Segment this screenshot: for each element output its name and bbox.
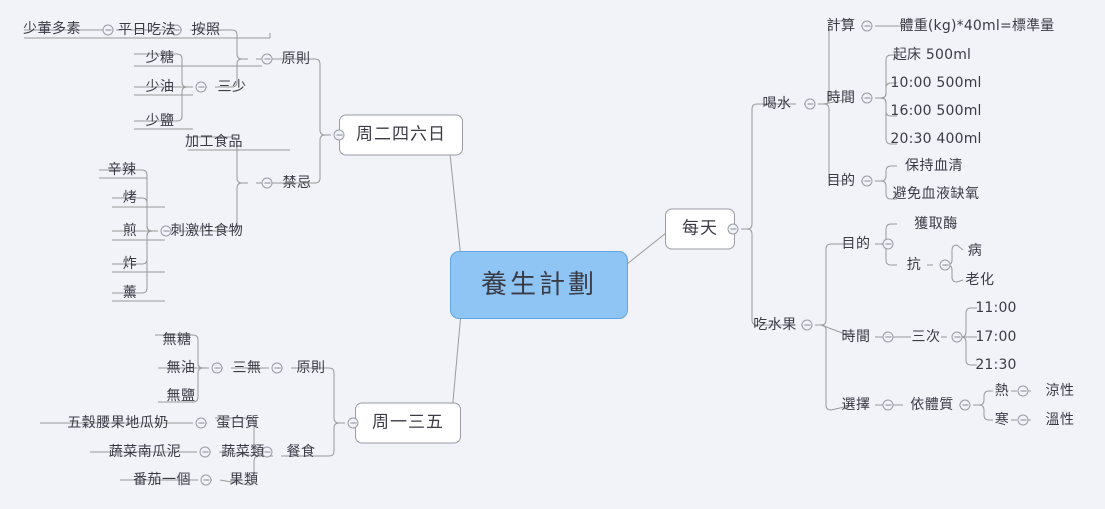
node-calculate[interactable]: 計算: [826, 18, 856, 34]
node-less-sugar[interactable]: 少糖: [145, 50, 175, 66]
node-water-time[interactable]: 時間: [826, 90, 856, 106]
node-principle-right[interactable]: 原則: [281, 51, 311, 67]
collapse-toggle-cold-body[interactable]: [1017, 414, 1029, 426]
node-deep-fry[interactable]: 炸: [122, 256, 138, 272]
node-water-time-4[interactable]: 20:30 400ml: [890, 131, 982, 147]
collapse-toggle-protein[interactable]: [195, 417, 207, 429]
node-cold-body[interactable]: 寒: [994, 412, 1010, 428]
node-no-oil[interactable]: 無油: [166, 360, 196, 376]
collapse-toggle-taboo[interactable]: [261, 177, 273, 189]
node-drink-water[interactable]: 喝水: [762, 96, 792, 112]
collapse-toggle-by-constitution[interactable]: [959, 399, 971, 411]
collapse-toggle-three-less[interactable]: [195, 81, 207, 93]
root-node[interactable]: 養生計劃: [449, 251, 629, 319]
node-processed-food[interactable]: 加工食品: [185, 134, 243, 150]
node-fruit-time-2[interactable]: 17:00: [975, 329, 1017, 345]
node-water-purpose[interactable]: 目的: [826, 173, 856, 189]
node-fruit-choice[interactable]: 選擇: [841, 397, 871, 413]
node-no-sugar[interactable]: 無糖: [162, 332, 192, 348]
node-one-tomato[interactable]: 番茄一個: [133, 472, 191, 488]
collapse-toggle-vegetables[interactable]: [199, 446, 211, 458]
node-warm-nature[interactable]: 溫性: [1045, 412, 1075, 428]
collapse-toggle-principle-left[interactable]: [271, 362, 283, 374]
node-grain-cashew-sweetpotato-milk[interactable]: 五穀腰果地瓜奶: [67, 415, 169, 431]
node-calculate-formula[interactable]: 體重(kg)*40ml=標準量: [899, 18, 1055, 34]
node-less-oil[interactable]: 少油: [145, 79, 175, 95]
node-meal[interactable]: 餐食: [286, 444, 316, 460]
collapse-toggle-fruit-purpose[interactable]: [882, 238, 894, 250]
collapse-toggle-irritating-food[interactable]: [160, 225, 172, 237]
node-principle-left[interactable]: 原則: [296, 360, 326, 376]
node-protein[interactable]: 蛋白質: [216, 415, 260, 431]
collapse-toggle-calculate[interactable]: [861, 20, 873, 32]
node-less-salt[interactable]: 少鹽: [145, 113, 175, 129]
collapse-toggle-drink-water[interactable]: [804, 98, 816, 110]
collapse-toggle-tue-thu-sat-sun[interactable]: [333, 129, 345, 141]
collapse-toggle-fruit-choice[interactable]: [882, 399, 894, 411]
node-cool-nature[interactable]: 涼性: [1045, 383, 1075, 399]
node-eat-fruit[interactable]: 吃水果: [753, 317, 797, 333]
node-anti-disease[interactable]: 病: [967, 243, 983, 259]
collapse-toggle-hot-body[interactable]: [1017, 385, 1029, 397]
node-anti[interactable]: 抗: [906, 257, 922, 273]
node-fruit-purpose[interactable]: 目的: [841, 236, 871, 252]
node-irritating-food[interactable]: 刺激性食物: [170, 223, 244, 239]
collapse-toggle-water-time[interactable]: [861, 92, 873, 104]
node-water-purpose-1[interactable]: 保持血清: [905, 158, 963, 174]
collapse-toggle-anti[interactable]: [939, 259, 951, 271]
collapse-toggle-eat-habit[interactable]: [102, 24, 114, 36]
collapse-toggle-mon-wed-fri[interactable]: [347, 417, 359, 429]
node-spicy[interactable]: 辛辣: [107, 162, 137, 178]
node-eat-habit[interactable]: 平日吃法: [118, 22, 176, 38]
node-smoke[interactable]: 薰: [122, 285, 138, 301]
node-three-less[interactable]: 三少: [217, 79, 247, 95]
node-no-salt[interactable]: 無鹽: [166, 388, 196, 404]
node-water-time-3[interactable]: 16:00 500ml: [890, 103, 982, 119]
collapse-toggle-three-times[interactable]: [951, 331, 963, 343]
branch-tue-thu-sat-sun[interactable]: 周二四六日: [339, 114, 463, 156]
node-fry-pan[interactable]: 煎: [122, 223, 138, 239]
node-three-none[interactable]: 三無: [232, 360, 262, 376]
collapse-toggle-meal[interactable]: [261, 446, 273, 458]
node-get-enzyme[interactable]: 獲取酶: [914, 216, 958, 232]
collapse-toggle-fruit-time[interactable]: [882, 331, 894, 343]
node-hot-body[interactable]: 熱: [994, 383, 1010, 399]
node-according-to[interactable]: 按照: [191, 22, 221, 38]
branch-mon-wed-fri[interactable]: 周一三五: [355, 402, 461, 444]
collapse-toggle-water-purpose[interactable]: [861, 175, 873, 187]
collapse-toggle-principle-right[interactable]: [261, 53, 273, 65]
node-fruit-time-1[interactable]: 11:00: [975, 300, 1017, 316]
node-veg-pumpkin-puree[interactable]: 蔬菜南瓜泥: [108, 444, 182, 460]
collapse-toggle-fruits[interactable]: [200, 474, 212, 486]
branch-everyday[interactable]: 每天: [665, 208, 735, 250]
node-less-meat-more-veg[interactable]: 少葷多素: [23, 21, 81, 37]
node-three-times[interactable]: 三次: [911, 329, 941, 345]
node-fruit-time[interactable]: 時間: [841, 329, 871, 345]
node-anti-aging[interactable]: 老化: [965, 272, 995, 288]
node-water-time-1[interactable]: 起床 500ml: [892, 47, 972, 63]
collapse-toggle-everyday[interactable]: [727, 223, 739, 235]
node-vegetables[interactable]: 蔬菜類: [221, 444, 265, 460]
node-fruits[interactable]: 果類: [229, 472, 259, 488]
node-roast[interactable]: 烤: [122, 190, 138, 206]
collapse-toggle-eat-fruit[interactable]: [801, 319, 813, 331]
node-fruit-time-3[interactable]: 21:30: [975, 357, 1017, 373]
collapse-toggle-three-none[interactable]: [211, 362, 223, 374]
node-water-purpose-2[interactable]: 避免血液缺氧: [892, 186, 980, 202]
collapse-toggle-according-to[interactable]: [170, 24, 182, 36]
node-taboo[interactable]: 禁忌: [282, 175, 312, 191]
node-water-time-2[interactable]: 10:00 500ml: [890, 75, 982, 91]
node-by-constitution[interactable]: 依體質: [910, 397, 954, 413]
